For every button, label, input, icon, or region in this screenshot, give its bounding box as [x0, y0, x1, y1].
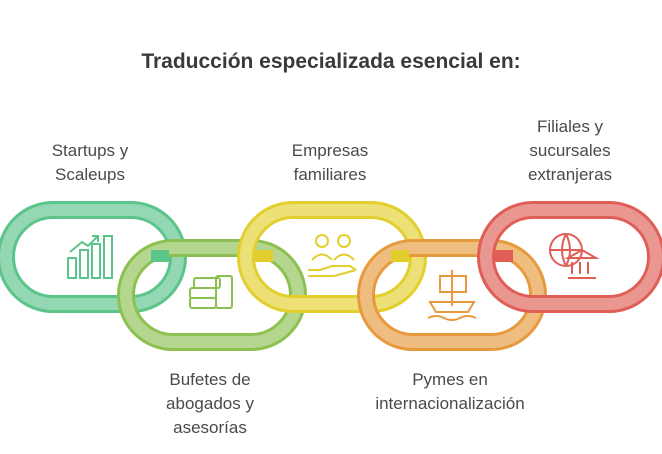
chain-link-filiales	[477, 201, 662, 313]
stacked-files-icon	[189, 275, 233, 309]
label-pymes: Pymes en internacionalización	[375, 370, 525, 413]
label-filiales: Filiales y sucursales extranjeras	[527, 117, 613, 184]
globe-bank-icon	[549, 233, 600, 279]
family-hand-icon	[308, 234, 357, 277]
label-empresas: Empresas familiares	[291, 141, 369, 184]
ship-icon	[427, 270, 477, 321]
label-startups: Startups y Scaleups	[51, 141, 129, 184]
growth-chart-icon	[67, 235, 113, 279]
page-title: Traducción especializada esencial en:	[141, 50, 521, 73]
label-bufetes: Bufetes de abogados y asesorías	[166, 370, 254, 437]
